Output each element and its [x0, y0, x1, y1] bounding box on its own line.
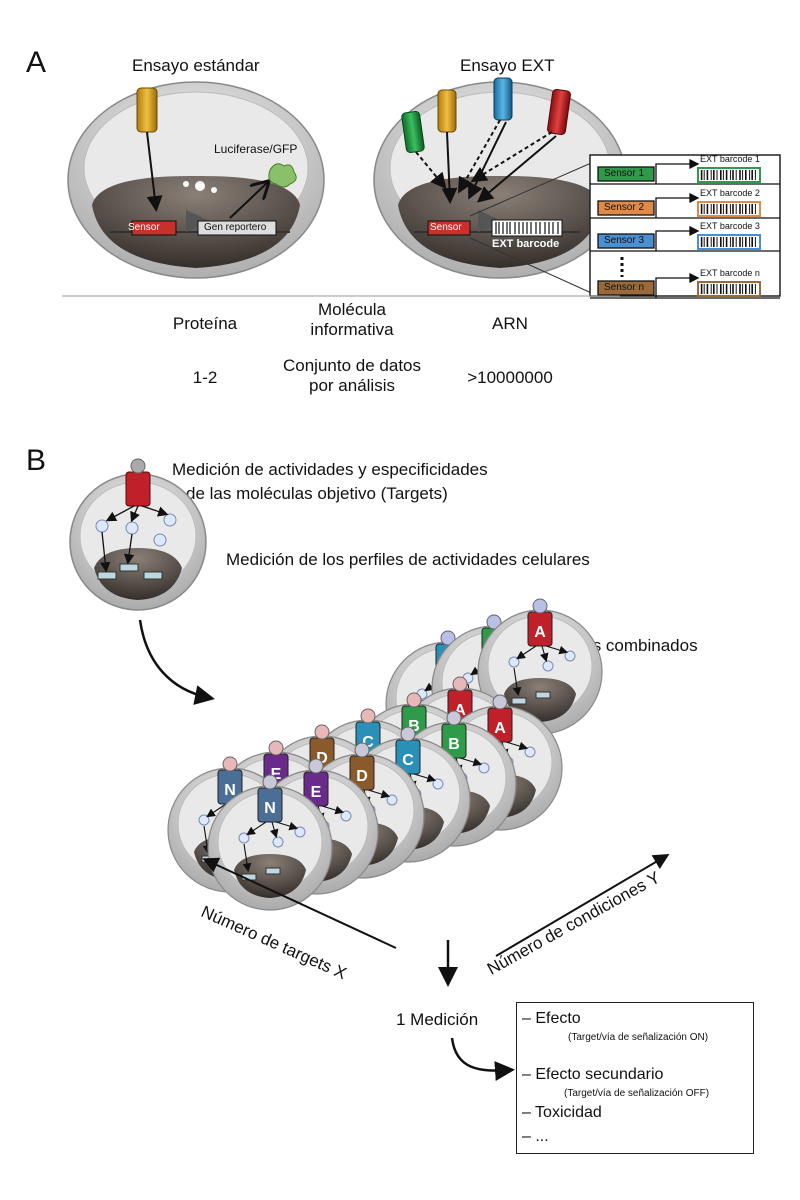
target-letter: B: [408, 718, 420, 735]
target-receptor: [527, 598, 553, 647]
ext-barcode-label: EXT barcode: [492, 238, 560, 250]
sensor-arrow: [689, 158, 700, 170]
sensor-box: [597, 280, 655, 296]
target-letter: D: [316, 750, 328, 767]
sensor-label: Sensor 3: [604, 235, 645, 246]
sensor-arrow: [689, 225, 700, 237]
target-receptor: [303, 758, 329, 807]
target-letter: A: [534, 624, 546, 641]
panel-a-illustration: [62, 77, 781, 299]
target-letter: E: [311, 784, 322, 801]
table-informative-molecule: Molécula informativa: [310, 300, 394, 340]
target-receptor: [395, 726, 421, 775]
sensor-line: [590, 197, 780, 219]
panel-b-illustration: C B A A: [69, 458, 670, 1081]
sensor-box: [597, 200, 655, 216]
measurement-line-1: Medición de actividades y especificidade…: [172, 460, 488, 479]
sensor-box: [597, 233, 655, 249]
panel-a-letter: A: [26, 46, 47, 79]
sensor-label: Sensor 1: [604, 168, 645, 179]
barcode-label: EXT barcode n: [700, 268, 760, 278]
ext-sensor-label: Sensor: [430, 222, 462, 233]
sensor-label: Sensor 2: [604, 202, 645, 213]
standard-sensor-label: Sensor: [128, 222, 160, 233]
table-range-large: >10000000: [467, 368, 553, 387]
result-secondary: – Efecto secundario: [522, 1066, 664, 1083]
sensor-arrow: [689, 192, 700, 204]
measurement-line-2: de las moléculas objetivo (Targets): [186, 484, 448, 503]
target-letter: N: [264, 800, 276, 817]
table-rna: ARN: [492, 314, 528, 333]
sensor-box: [597, 166, 655, 182]
sensor-label: Sensor n: [604, 282, 645, 293]
target-letter: E: [271, 766, 282, 783]
assay-cell: [207, 785, 333, 911]
result-effect: – Efecto: [522, 1010, 581, 1027]
sensor-line: [590, 163, 780, 185]
target-receptor: [349, 742, 375, 791]
barcode-label: EXT barcode 2: [700, 188, 760, 198]
result-effect-sub: (Target/vía de señalización ON): [568, 1032, 709, 1043]
table-dataset-per-analysis: Conjunto de datos por análisis: [283, 356, 421, 396]
target-letter: B: [448, 736, 460, 753]
ext-assay-title: Ensayo EXT: [460, 56, 555, 75]
results-box: [516, 1002, 754, 1154]
barcode-label: EXT barcode 1: [700, 154, 760, 164]
sensor-line: [590, 230, 780, 252]
target-letter: C: [402, 752, 414, 769]
gen-reportero-label: Gen reportero: [204, 222, 267, 233]
panel-b-letter: B: [26, 444, 47, 477]
target-letter: N: [224, 782, 236, 799]
table-range-small: 1-2: [192, 368, 218, 387]
target-letter: D: [356, 768, 368, 785]
target-letter: A: [494, 720, 506, 737]
barcode-label: EXT barcode 3: [700, 221, 760, 231]
cellular-profiles-line: Medición de los perfiles de actividades …: [226, 550, 590, 569]
target-receptor: [257, 774, 283, 823]
sensor-arrow: [689, 272, 700, 284]
one-measurement-label: 1 Medición: [396, 1010, 479, 1029]
standard-assay-title: Ensayo estándar: [132, 56, 260, 75]
table-protein: Proteína: [172, 314, 238, 333]
sensor-line: [590, 277, 780, 299]
result-secondary-sub: (Target/vía de señalización OFF): [564, 1088, 710, 1099]
luciferase-label: Luciferase/GFP: [214, 142, 298, 156]
result-more: – ...: [522, 1128, 549, 1145]
result-toxicity: – Toxicidad: [522, 1104, 602, 1121]
